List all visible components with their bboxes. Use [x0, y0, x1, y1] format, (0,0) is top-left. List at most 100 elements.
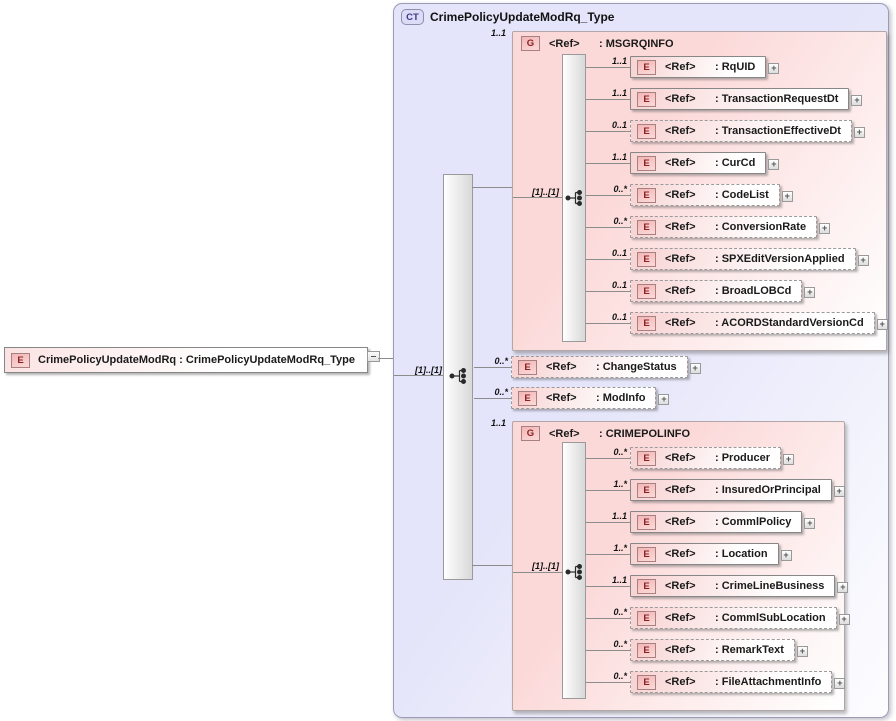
- sequence-icon: [565, 564, 583, 581]
- element-badge: E: [637, 482, 656, 498]
- expand-plus-icon[interactable]: +: [837, 582, 849, 593]
- expand-plus-icon[interactable]: +: [783, 454, 795, 465]
- element-badge: E: [637, 187, 656, 203]
- element-box[interactable]: E <Ref> : ModInfo: [511, 387, 657, 409]
- element-box[interactable]: E <Ref> : InsuredOrPrincipal: [630, 479, 832, 501]
- element-row-conversionrate: 0..* E <Ref> : ConversionRate +: [586, 216, 831, 238]
- element-ref-label: <Ref>: [665, 644, 696, 656]
- expand-plus-icon[interactable]: +: [658, 394, 670, 405]
- element-box[interactable]: E <Ref> : SPXEditVersionApplied: [630, 248, 856, 270]
- connector-branch: 0..*: [474, 387, 511, 409]
- element-name: : InsuredOrPrincipal: [715, 484, 821, 496]
- connector-line: [586, 650, 630, 651]
- sequence-icon: [565, 190, 583, 207]
- expand-plus-icon[interactable]: +: [838, 614, 850, 625]
- element-ref-label: <Ref>: [665, 125, 696, 137]
- connector-branch: 0..*: [586, 184, 630, 206]
- element-box[interactable]: E <Ref> : CurCd: [630, 152, 767, 174]
- connector-branch: 1..1: [586, 575, 630, 597]
- expand-plus-icon[interactable]: +: [768, 63, 780, 74]
- cardinality-label: 1..1: [611, 88, 627, 98]
- element-box[interactable]: E <Ref> : ChangeStatus: [511, 356, 688, 378]
- element-box[interactable]: E <Ref> : CommlSubLocation: [630, 607, 837, 629]
- element-name: : CommlSubLocation: [715, 612, 826, 624]
- element-row-broadlobcd: 0..1 E <Ref> : BroadLOBCd +: [586, 280, 816, 302]
- root-element-label: CrimePolicyUpdateModRq : CrimePolicyUpda…: [38, 354, 356, 366]
- element-box[interactable]: E <Ref> : Location: [630, 543, 779, 565]
- expand-plus-icon[interactable]: +: [781, 191, 793, 202]
- collapse-handle-icon[interactable]: [367, 351, 380, 362]
- connector-line: [586, 522, 630, 523]
- expand-plus-icon[interactable]: +: [780, 550, 792, 561]
- cardinality-label: 0..*: [494, 356, 508, 366]
- expand-plus-icon[interactable]: +: [804, 287, 816, 298]
- expand-plus-icon[interactable]: +: [819, 223, 831, 234]
- element-badge: E: [637, 578, 656, 594]
- group-badge: G: [521, 36, 540, 51]
- expand-plus-icon[interactable]: +: [768, 159, 780, 170]
- expand-plus-icon[interactable]: +: [853, 127, 865, 138]
- element-ref-label: <Ref>: [665, 580, 696, 592]
- cardinality-label: 1..1: [611, 575, 627, 585]
- expand-plus-icon[interactable]: +: [834, 678, 846, 689]
- element-badge: E: [637, 315, 656, 331]
- expand-plus-icon[interactable]: +: [857, 255, 869, 266]
- connector-line: [586, 490, 630, 491]
- element-badge: E: [637, 546, 656, 562]
- element-ref-label: <Ref>: [665, 612, 696, 624]
- element-badge: E: [637, 123, 656, 139]
- group-header: G <Ref> : MSGRQINFO: [521, 36, 674, 51]
- connector-line: [474, 398, 511, 399]
- group-cardinality-label: 1..1: [490, 418, 506, 428]
- element-box[interactable]: E <Ref> : TransactionRequestDt: [630, 88, 850, 110]
- connector-branch: 0..1: [586, 312, 630, 334]
- connector-branch: 0..*: [586, 607, 630, 629]
- element-box[interactable]: E <Ref> : ConversionRate: [630, 216, 818, 238]
- element-box[interactable]: E <Ref> : TransactionEffectiveDt: [630, 120, 852, 142]
- element-row-changestatus: 0..* E <Ref> : ChangeStatus +: [474, 356, 701, 378]
- element-ref-label: <Ref>: [665, 452, 696, 464]
- element-box[interactable]: E <Ref> : Producer: [630, 447, 782, 469]
- cardinality-label: 0..*: [613, 671, 627, 681]
- element-box[interactable]: E <Ref> : CommlPolicy: [630, 511, 803, 533]
- expand-plus-icon[interactable]: +: [804, 518, 816, 529]
- element-name: : Location: [715, 548, 768, 560]
- element-box[interactable]: E <Ref> : CodeList: [630, 184, 780, 206]
- element-row-fileattachmentinfo: 0..* E <Ref> : FileAttachmentInfo +: [586, 671, 846, 693]
- element-box[interactable]: E <Ref> : FileAttachmentInfo: [630, 671, 833, 693]
- element-row-modinfo: 0..* E <Ref> : ModInfo +: [474, 387, 670, 409]
- expand-plus-icon[interactable]: +: [851, 95, 863, 106]
- element-badge: E: [637, 283, 656, 299]
- element-badge: E: [637, 514, 656, 530]
- connector-branch: 1..*: [586, 543, 630, 565]
- expand-plus-icon[interactable]: +: [876, 319, 888, 330]
- element-row-codelist: 0..* E <Ref> : CodeList +: [586, 184, 793, 206]
- connector-line: [586, 323, 630, 324]
- element-name: : ConversionRate: [715, 221, 807, 233]
- cardinality-label: 1..*: [613, 479, 627, 489]
- cardinality-label: 0..1: [611, 248, 627, 258]
- element-box[interactable]: E <Ref> : ACORDStandardVersionCd: [630, 312, 875, 334]
- expand-plus-icon[interactable]: +: [689, 363, 701, 374]
- element-ref-label: <Ref>: [665, 317, 696, 329]
- element-name: : SPXEditVersionApplied: [715, 253, 845, 265]
- element-box[interactable]: E <Ref> : CrimeLineBusiness: [630, 575, 836, 597]
- element-ref-label: <Ref>: [665, 548, 696, 560]
- cardinality-label: 1..*: [613, 543, 627, 553]
- element-box[interactable]: E <Ref> : RemarkText: [630, 639, 795, 661]
- connector-branch: 0..*: [586, 216, 630, 238]
- expand-plus-icon[interactable]: +: [796, 646, 808, 657]
- connector-line: [586, 554, 630, 555]
- cardinality-label: 0..1: [611, 120, 627, 130]
- element-badge: E: [637, 642, 656, 658]
- element-box[interactable]: E <Ref> : RqUID: [630, 56, 767, 78]
- element-name: : Producer: [715, 452, 771, 464]
- group-box-crimepolinfo: G <Ref> : CRIMEPOLINFO [1]..[1] 0..*: [512, 421, 850, 711]
- cardinality-label: 0..*: [613, 184, 627, 194]
- root-element-box[interactable]: E CrimePolicyUpdateModRq : CrimePolicyUp…: [4, 347, 369, 373]
- element-box[interactable]: E <Ref> : BroadLOBCd: [630, 280, 803, 302]
- expand-plus-icon[interactable]: +: [833, 486, 845, 497]
- element-row-producer: 0..* E <Ref> : Producer +: [586, 447, 795, 469]
- element-row-insuredorprincipal: 1..* E <Ref> : InsuredOrPrincipal +: [586, 479, 845, 501]
